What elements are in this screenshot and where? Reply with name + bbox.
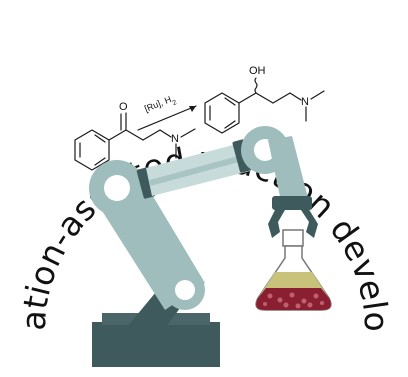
product-amine-n-label: N — [301, 96, 309, 108]
reaction-arrow: [Ru], H2 — [137, 93, 197, 131]
reactant-carbonyl-o-label: O — [119, 101, 128, 113]
reaction-conditions-label: [Ru], H2 — [143, 93, 178, 118]
robot-joint-shoulder — [104, 175, 130, 201]
product-hydroxyl-label: OH — [249, 65, 266, 77]
erlenmeyer-flask-icon — [255, 229, 332, 311]
robot-joint-lower — [175, 280, 195, 300]
robot-arm-icon — [89, 126, 318, 367]
reactant-benzene-ring — [74, 129, 110, 171]
reactant-molecule: O N — [74, 101, 196, 171]
flask-beads — [256, 288, 331, 310]
product-molecule: OH N — [204, 65, 325, 134]
reactant-amine-n-label: N — [171, 133, 179, 145]
product-benzene-ring — [204, 92, 240, 134]
